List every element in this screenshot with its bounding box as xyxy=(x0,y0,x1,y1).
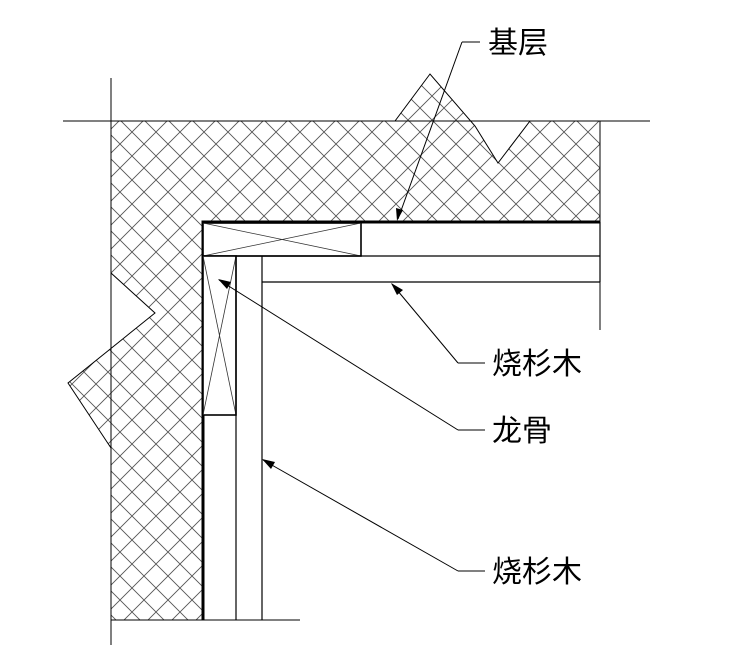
leader-cedar-side xyxy=(262,459,459,572)
label-burnt-cedar-side: 烧杉木 xyxy=(492,555,582,590)
leader-cedar-top-arrow xyxy=(391,283,403,295)
base-layer-line xyxy=(201,220,600,620)
leader-keel xyxy=(218,279,459,431)
leader-cedar-top xyxy=(391,283,459,364)
label-base-layer: 基层 xyxy=(488,26,548,61)
leader-base-layer xyxy=(397,41,463,220)
label-burnt-cedar-top: 烧杉木 xyxy=(492,347,582,382)
leader-keel-arrow xyxy=(218,279,231,289)
leader-base-layer-arrow xyxy=(396,208,403,221)
keel-block-top-cross xyxy=(203,223,361,256)
leader-cedar-side-arrow xyxy=(262,459,275,469)
label-keel: 龙骨 xyxy=(492,414,552,449)
